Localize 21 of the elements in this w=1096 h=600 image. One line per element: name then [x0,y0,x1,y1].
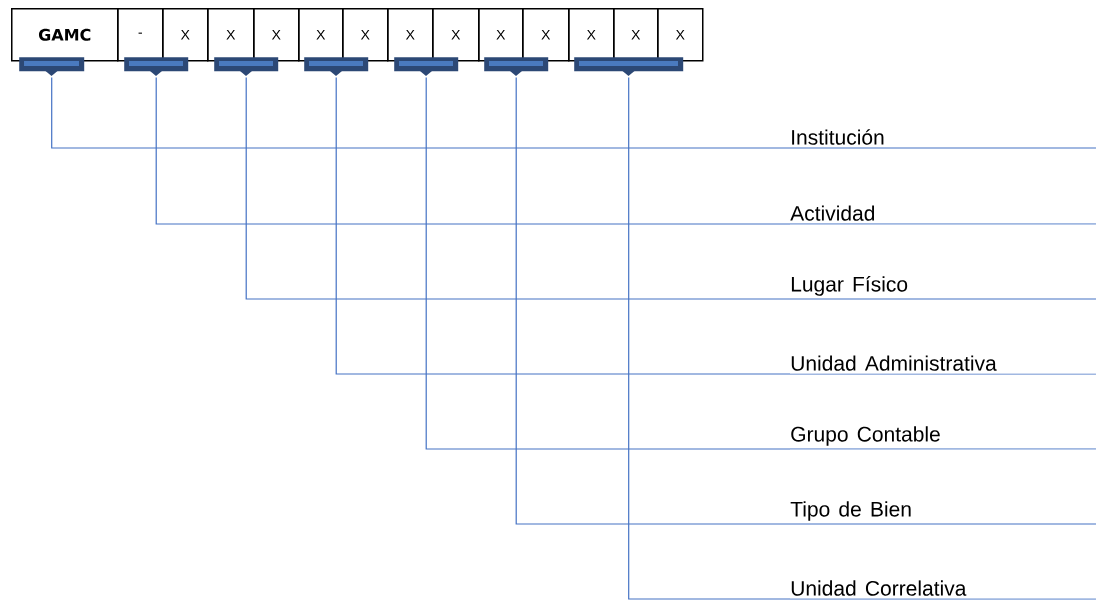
bracket-marker [19,57,85,76]
field-label: Institución [792,129,884,145]
field-label: Actividad [790,205,875,221]
field-label: Unidad Correlativa [791,580,967,596]
leader-line [245,76,791,300]
bracket-marker [124,57,189,76]
leader-line [51,76,791,149]
bracket-marker [574,57,684,76]
field-label: Grupo Contable [791,426,940,446]
bracket-marker [214,57,279,76]
leader-line [515,76,791,525]
bracket-marker [484,57,549,76]
field-label: Unidad Administrativa [791,355,997,371]
leader-line [335,76,791,375]
field-label: Tipo de Bien [790,501,911,521]
leader-line [425,76,791,450]
leader-line [155,76,791,225]
field-label: Lugar Físico [791,276,908,296]
bracket-marker [304,57,369,76]
bracket-marker [394,57,459,76]
leader-line [628,76,791,600]
